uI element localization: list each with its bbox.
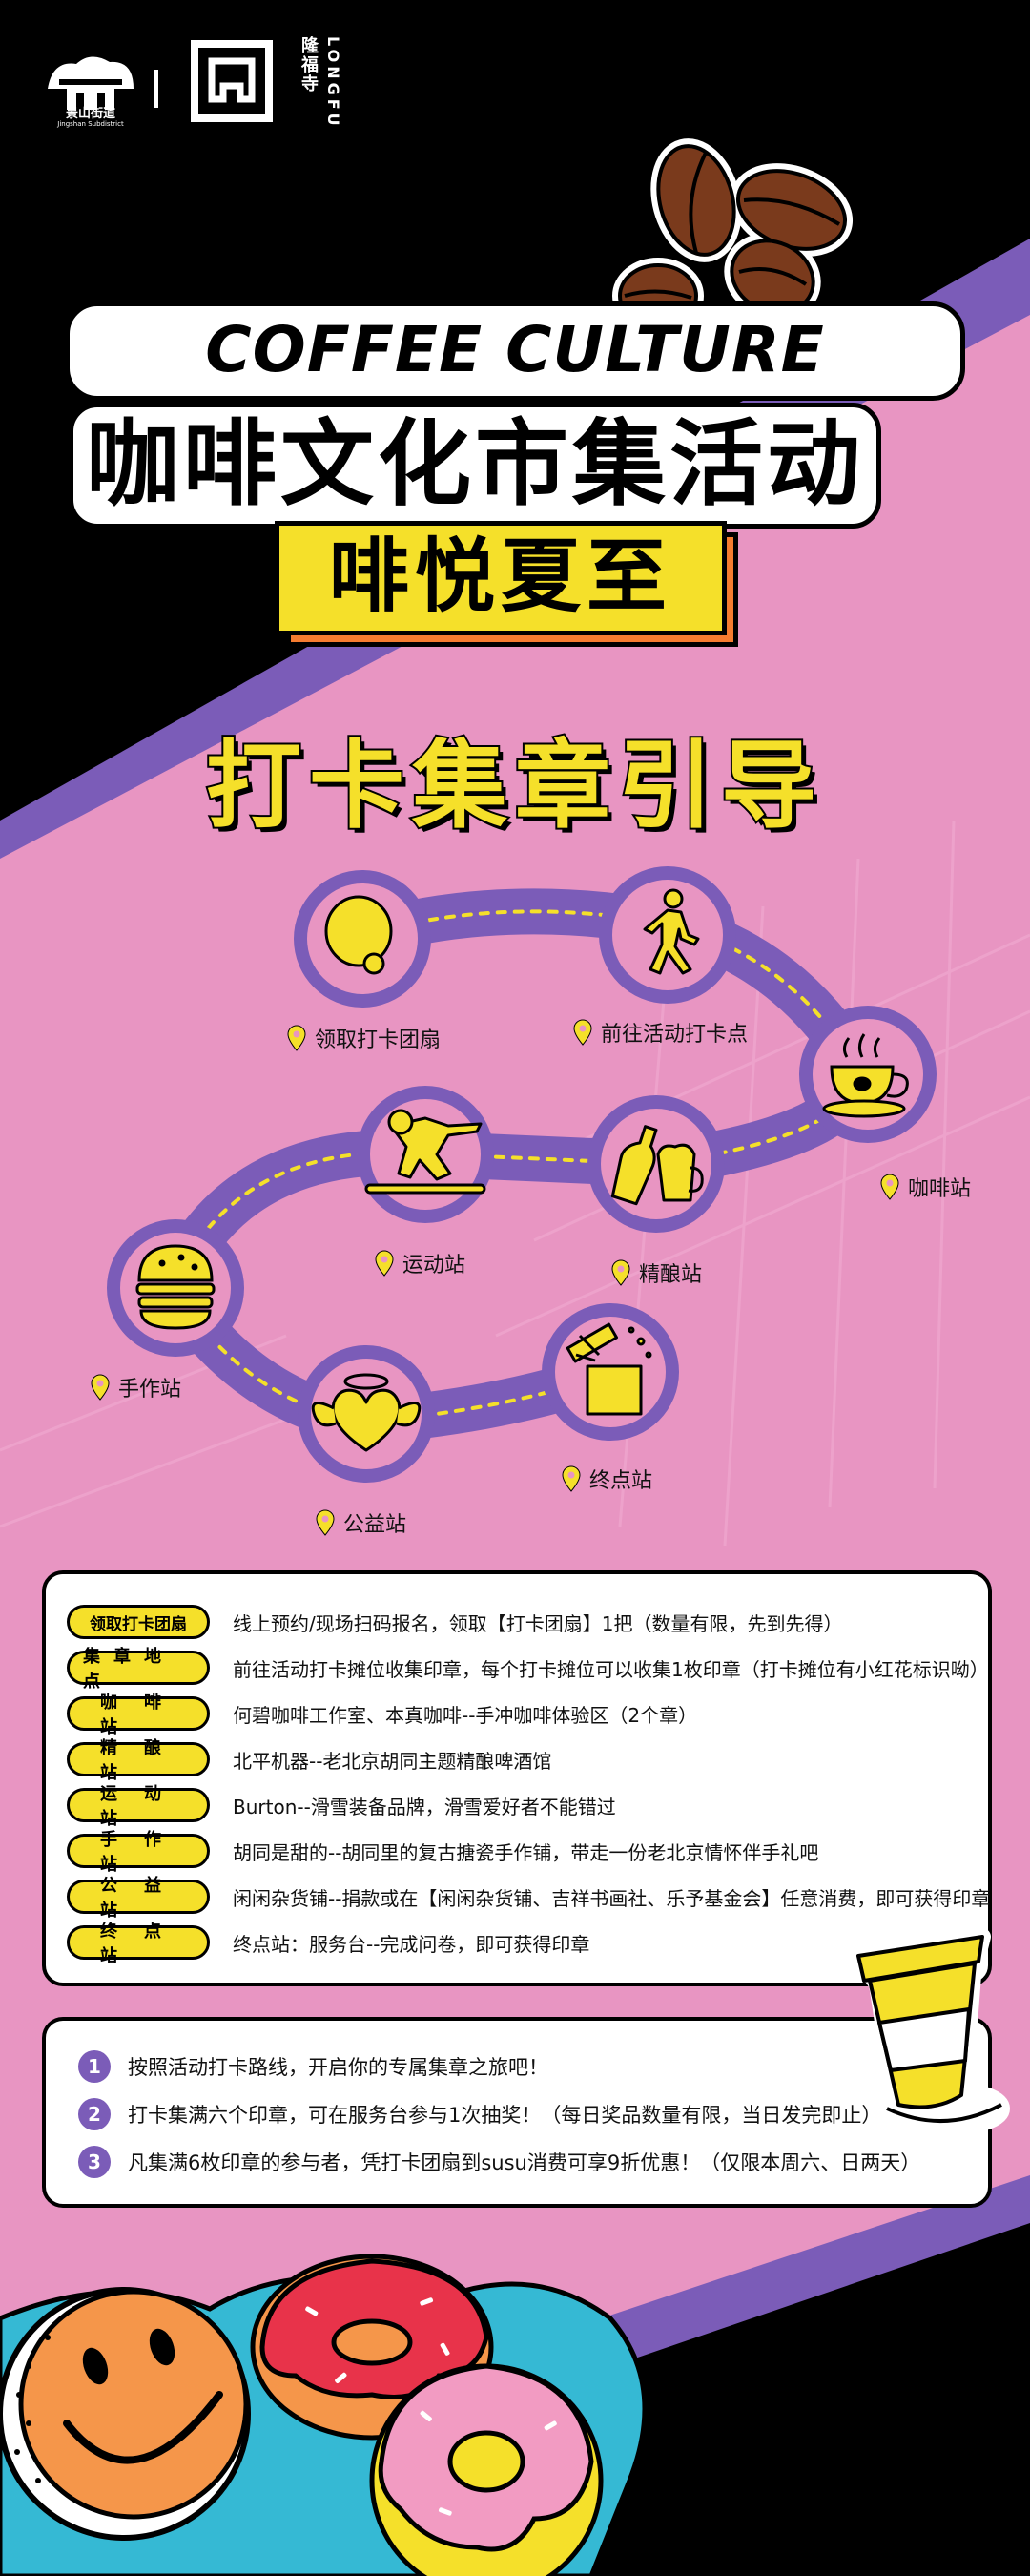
stop-label-charity: 公益站 [315,1507,406,1538]
rule-number: 2 [78,2098,111,2130]
bottom-illustration [0,2254,1030,2576]
info-tag: 运动站 [67,1784,210,1829]
coffee-cup-icon [822,1033,909,1118]
coffee-cup-illustration-icon [850,1928,1010,2136]
route-stop-coffee [799,1006,937,1143]
angel-heart-icon [311,1373,422,1452]
smiley-cookie-icon [0,2287,251,2541]
title-english: COFFEE CULTURE MARKET EVENT [65,301,965,474]
info-tag: 领取打卡团扇 [67,1605,210,1639]
info-tag: 手作站 [67,1830,210,1875]
rules-panel: 1 按照活动打卡路线，开启你的专属集章之旅吧！ 2 打卡集满六个印章，可在服务台… [42,2017,992,2208]
info-row: 精酿站 北平机器--老北京胡同主题精酿啤酒馆 [67,1738,552,1783]
route-stop-walk [599,866,736,1004]
longfu-logo-en: LONGFU [324,36,342,130]
location-pin-icon [562,1465,581,1492]
rule-number: 1 [78,2050,111,2083]
jingshan-logo-icon [48,56,134,110]
stamp-route-map [107,866,937,1483]
walking-person-icon [643,888,700,975]
coffee-beans-icon [612,138,854,324]
burger-icon [135,1244,216,1330]
header: 景山街道 Jingshan Subdistrict 隆福寺 LONGFU [38,36,362,132]
header-divider [154,70,158,108]
rule-number: 3 [78,2146,111,2178]
info-tag: 终点站 [67,1922,210,1966]
info-row: 终点站 终点站：服务台--完成问卷，即可获得印章 [67,1922,590,1966]
beer-icon [610,1125,704,1206]
route-stop-finish [542,1303,679,1441]
location-pin-icon [573,1019,592,1046]
stop-label-snowboard: 运动站 [374,1248,465,1278]
location-pin-icon [91,1374,110,1401]
location-pin-icon [316,1509,335,1536]
jingshan-logo-en: Jingshan Subdistrict [57,120,124,128]
stop-label-walk: 前往活动打卡点 [572,1017,748,1048]
info-text: 北平机器--老北京胡同主题精酿啤酒馆 [233,1749,552,1773]
stop-label-beer: 精酿站 [610,1257,702,1288]
route-stop-snowboard [357,1086,494,1223]
rule-item: 3 凡集满6枚印章的参与者，凭打卡团扇到susu消费可享9折优惠！（仅限本周六、… [78,2145,920,2179]
guide-title: 打卡集章引导 [204,728,824,843]
info-text: 胡同是甜的--胡同里的复古搪瓷手作铺，带走一份老北京情怀伴手礼吧 [233,1840,819,1864]
subtitle: 啡悦夏至 [275,521,727,635]
info-text: Burton--滑雪装备品牌，滑雪爱好者不能错过 [233,1795,616,1818]
rule-text: 按照活动打卡路线，开启你的专属集章之旅吧！ [128,2056,548,2079]
fan-icon [324,895,393,975]
stop-label-coffee: 咖啡站 [879,1172,971,1202]
rule-text: 凡集满6枚印章的参与者，凭打卡团扇到susu消费可享9折优惠！（仅限本周六、日两… [128,2151,921,2174]
stop-label-finish: 终点站 [561,1464,652,1494]
title-chinese: 咖啡文化市集活动 [69,403,881,529]
route-stop-fan [294,870,431,1008]
rule-item: 1 按照活动打卡路线，开启你的专属集章之旅吧！ [78,2049,548,2084]
route-stop-beer [587,1095,725,1233]
info-text: 终点站：服务台--完成问卷，即可获得印章 [233,1932,590,1956]
info-row: 手作站 胡同是甜的--胡同里的复古搪瓷手作铺，带走一份老北京情怀伴手礼吧 [67,1830,819,1875]
info-row: 公益站 闲闲杂货铺--捐款或在【闲闲杂货铺、吉祥书画社、乐予基金会】任意消费，即… [67,1876,991,1921]
route-stop-burger [107,1219,244,1357]
info-text: 何碧咖啡工作室、本真咖啡--手冲咖啡体验区（2个章） [233,1703,698,1727]
route-stop-charity [298,1345,435,1483]
info-row: 领取打卡团扇 线上预约/现场扫码报名，领取【打卡团扇】1把（数量有限，先到先得） [67,1603,842,1641]
location-pin-icon [880,1174,899,1200]
jingshan-logo-cn: 景山街道 [65,107,115,121]
location-pin-icon [611,1259,630,1286]
info-tag: 咖啡站 [67,1693,210,1737]
gift-box-icon [566,1322,652,1416]
info-row: 运动站 Burton--滑雪装备品牌，滑雪爱好者不能错过 [67,1784,616,1829]
donut-red-icon [250,2254,494,2441]
stop-label-fan: 领取打卡团扇 [286,1023,441,1053]
snowboard-icon [364,1109,486,1195]
info-text: 闲闲杂货铺--捐款或在【闲闲杂货铺、吉祥书画社、乐予基金会】任意消费，即可获得印… [233,1886,991,1910]
donut-pink-icon [369,2363,604,2576]
info-text: 线上预约/现场扫码报名，领取【打卡团扇】1把（数量有限，先到先得） [233,1611,843,1635]
longfu-logo-icon [191,40,273,122]
info-tag: 集章地点 [67,1647,210,1692]
info-row: 集章地点 前往活动打卡摊位收集印章，每个打卡摊位可以收集1枚印章（打卡摊位有小红… [67,1647,989,1692]
rule-text: 打卡集满六个印章，可在服务台参与1次抽奖！（每日奖品数量有限，当日发完即止） [128,2104,882,2127]
info-row: 咖啡站 何碧咖啡工作室、本真咖啡--手冲咖啡体验区（2个章） [67,1693,698,1737]
stations-info-panel: 领取打卡团扇 线上预约/现场扫码报名，领取【打卡团扇】1把（数量有限，先到先得）… [42,1570,992,1986]
info-tag: 精酿站 [67,1738,210,1783]
rule-item: 2 打卡集满六个印章，可在服务台参与1次抽奖！（每日奖品数量有限，当日发完即止） [78,2097,881,2131]
longfu-logo-cn: 隆福寺 [299,36,319,93]
location-pin-icon [287,1025,306,1051]
info-tag: 公益站 [67,1876,210,1921]
location-pin-icon [375,1250,394,1277]
info-text: 前往活动打卡摊位收集印章，每个打卡摊位可以收集1枚印章（打卡摊位有小红花标识呦） [233,1657,989,1681]
stop-label-burger: 手作站 [90,1372,181,1402]
